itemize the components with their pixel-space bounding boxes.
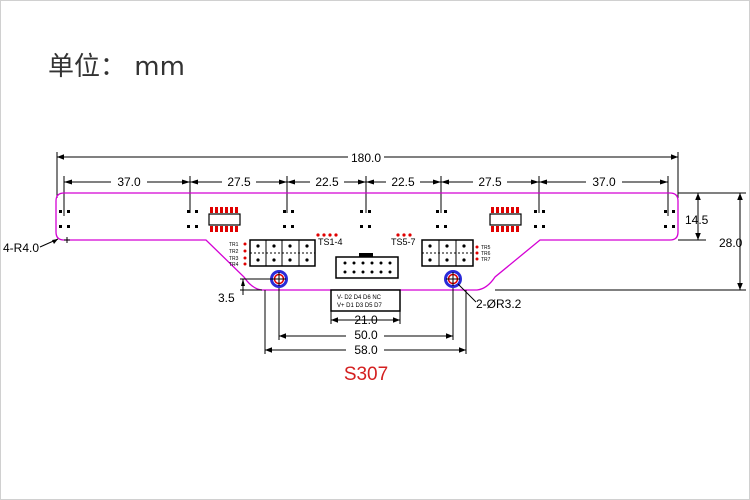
segment-label-3: 22.5: [315, 175, 339, 189]
ts-label-right-group: TS5-7: [391, 233, 416, 247]
unit-label: 单位： mm: [48, 52, 185, 82]
tr-labels-right: TR5 TR6 TR7: [475, 245, 491, 263]
ic-chip-left: [208, 207, 241, 232]
terminal-block-left: [249, 239, 316, 267]
dim-tab-width: 58.0: [354, 343, 378, 357]
segment-label-2: 27.5: [227, 175, 251, 189]
tr-labels-left: TR1 TR2 TR3 TR4: [229, 242, 247, 268]
ts-label-left-group: TS1-4: [316, 233, 343, 247]
segment-arrows: [64, 179, 668, 185]
sensor-pad: [59, 210, 70, 228]
tr-label: TR2: [229, 249, 239, 255]
model-label: S307: [344, 364, 388, 385]
segment-label-1: 37.0: [117, 175, 141, 189]
segment-label-4: 22.5: [391, 175, 415, 189]
segment-ticks: [63, 176, 669, 216]
segment-labels: 37.0 27.5 22.5 22.5 27.5 37.0: [111, 175, 622, 189]
sensor-pad: [664, 210, 675, 228]
dim-height-total: 28.0: [719, 236, 743, 250]
segment-label-6: 37.0: [592, 175, 616, 189]
tr-label: TR6: [481, 251, 491, 257]
sensor-pad: [534, 210, 545, 228]
sensor-pad: [360, 210, 371, 228]
dim-hole-spacing: 50.0: [354, 328, 378, 342]
sensor-pad: [436, 210, 447, 228]
center-header: [335, 253, 399, 279]
dim-total-length: 180.0: [351, 151, 381, 165]
pinout-box: V- D2 D4 D6 NC V+ D1 D3 D5 D7: [330, 289, 401, 312]
dim-offset: 3.5: [218, 291, 235, 305]
sensor-pad: [283, 210, 294, 228]
tr-label: TR5: [481, 245, 491, 251]
leader-hole-spec: [457, 283, 477, 303]
dim-connector-width: 21.0: [354, 313, 378, 327]
terminal-block-right: [421, 239, 474, 267]
dim-hole-spec: 2-ØR3.2: [476, 297, 522, 311]
dim-corner-radius: 4-R4.0: [3, 241, 39, 255]
sensor-pad: [187, 210, 198, 228]
mounting-hole-right: [444, 270, 462, 288]
board-outline: [55, 192, 679, 291]
tr-label: TR1: [229, 242, 239, 248]
tr-label: TR4: [229, 262, 239, 268]
ic-chip-right: [489, 207, 522, 232]
ts-label-right: TS5-7: [391, 237, 416, 247]
segment-label-5: 27.5: [478, 175, 502, 189]
sensor-pads: [59, 210, 675, 228]
tr-label: TR3: [229, 256, 239, 262]
tr-label: TR7: [481, 257, 491, 263]
mounting-hole-left: [270, 270, 288, 288]
ts-label-left: TS1-4: [318, 237, 343, 247]
pinout-row-2: V+ D1 D3 D5 D7: [337, 303, 383, 309]
pinout-row-1: V- D2 D4 D6 NC: [337, 295, 382, 301]
dim-height-upper: 14.5: [685, 213, 709, 227]
